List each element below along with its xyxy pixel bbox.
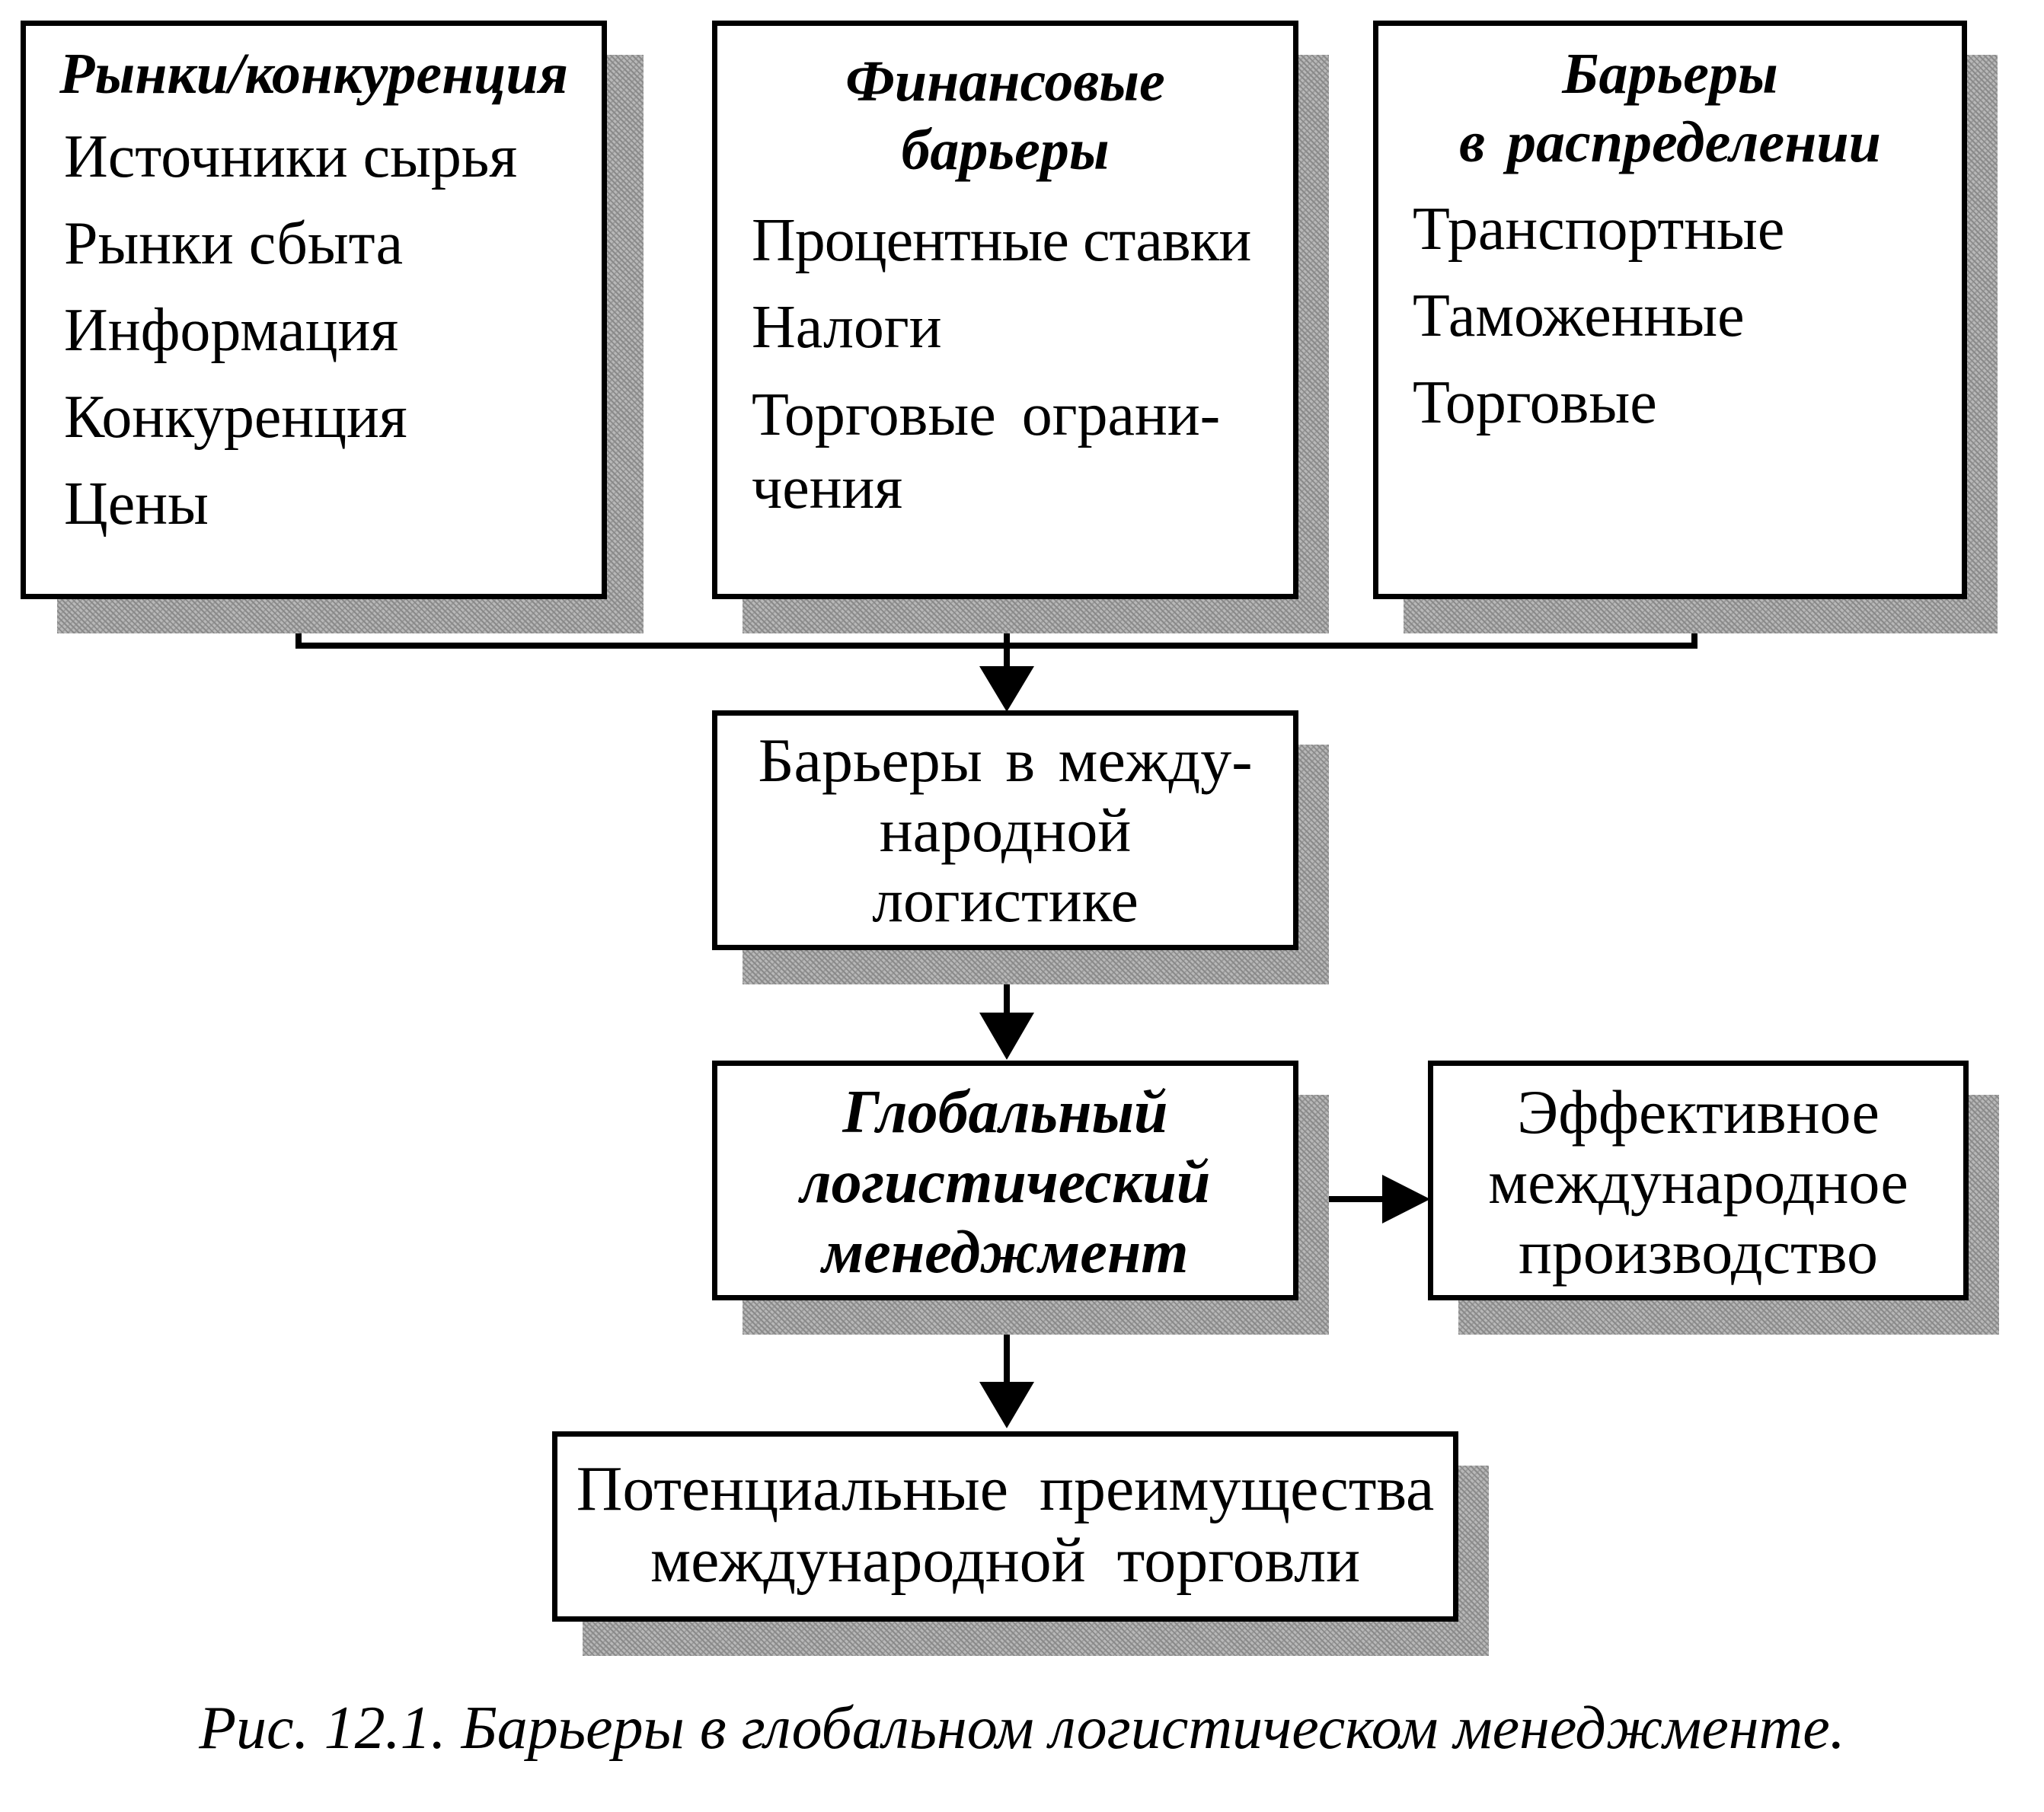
box-global-logistics-management: Глобальный логистический менеджмент [712,1061,1298,1300]
arrowhead-to-potential [979,1382,1034,1428]
list-item: Рынки сбыта [64,210,404,277]
list-item: Транспортные [1413,196,1785,263]
box-markets-competition: Рынки/конкуренция Источники сырья Рынки … [21,21,607,599]
box-distribution-barriers: Барьеры в распределении Транспортные Там… [1373,21,1967,599]
box-effective-production: Эффективное международное производство [1428,1061,1969,1300]
text-line: Потенциальные преимущества [576,1453,1435,1524]
text-line: международной торговли [650,1525,1361,1596]
list-item: Торговые ограни- [752,381,1221,448]
box-barriers-intl-logistics: Барьеры в между- народной логистике [712,710,1298,950]
list-item: Налоги [752,294,942,361]
text-line: Глобальный [842,1079,1168,1146]
financial-item-list: Процентные ставки Налоги Торговые ограни… [752,197,1251,525]
box-markets-title: Рынки/конкуренция [59,42,568,106]
box-financial-title-line1: Финансовые [845,49,1165,113]
box-financial-title-line2: барьеры [901,118,1110,182]
list-item: Процентные ставки [752,207,1251,274]
list-item: Источники сырья [64,123,518,190]
box-distribution-title-line2: в распределении [1459,110,1881,174]
box-potential-advantages: Потенциальные преимущества международной… [552,1431,1458,1622]
effective-production-text: Эффективное международное производство [1433,1077,1963,1287]
potential-advantages-text: Потенциальные преимущества международной… [557,1453,1453,1597]
arrowhead-to-barriers [979,666,1034,712]
text-line: Барьеры в между- [758,726,1253,795]
text-line: менеджмент [822,1219,1189,1286]
arrowhead-to-mgmt [979,1013,1034,1060]
barriers-intl-text: Барьеры в между- народной логистике [717,726,1293,936]
arrowhead-to-effective [1382,1175,1430,1223]
box-distribution-title-line1: Барьеры [1562,42,1778,106]
list-item: чения [752,455,903,522]
list-item: Торговые [1413,369,1657,436]
global-mgmt-text: Глобальный логистический менеджмент [717,1077,1293,1287]
text-line: логистике [872,866,1139,935]
list-item: Таможенные [1413,282,1745,349]
list-item: Информация [64,297,399,364]
text-line: Эффективное [1517,1077,1880,1147]
text-line: производство [1518,1217,1879,1287]
markets-item-list: Источники сырья Рынки сбыта Информация К… [64,113,517,547]
figure-caption: Рис. 12.1. Барьеры в глобальном логистич… [199,1695,1845,1762]
list-item: Конкуренция [64,384,407,451]
box-financial-barriers: Финансовые барьеры Процентные ставки Нал… [712,21,1298,599]
text-line: народной [879,796,1132,865]
list-item: Цены [64,471,209,538]
text-line: международное [1488,1147,1908,1217]
distribution-item-list: Транспортные Таможенные Торговые [1413,186,1784,446]
text-line: логистический [800,1149,1211,1216]
